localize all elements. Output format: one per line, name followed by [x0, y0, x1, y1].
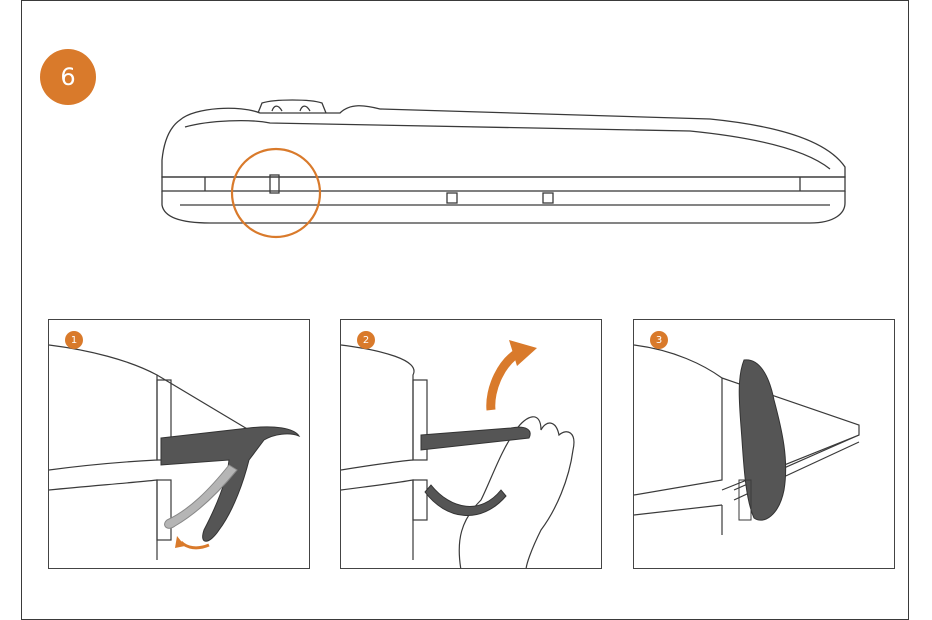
step-panel-2: 2 [340, 319, 602, 569]
substep-number-2: 2 [362, 334, 370, 346]
substep-number-3: 3 [655, 334, 663, 346]
step-panel-1: 1 [48, 319, 310, 569]
step-number-badge: 6 [40, 49, 96, 105]
substep-badge-2: 2 [357, 331, 375, 349]
step-number: 6 [60, 63, 76, 91]
latch-removed-illustration [634, 344, 860, 535]
substep-badge-3: 3 [650, 331, 668, 349]
latch-open-illustration [49, 344, 301, 560]
roof-box-illustration [161, 99, 846, 239]
hand-lift-illustration [341, 340, 575, 568]
substep-badge-1: 1 [65, 331, 83, 349]
step-panel-3: 3 [633, 319, 895, 569]
substep-number-1: 1 [70, 334, 78, 346]
